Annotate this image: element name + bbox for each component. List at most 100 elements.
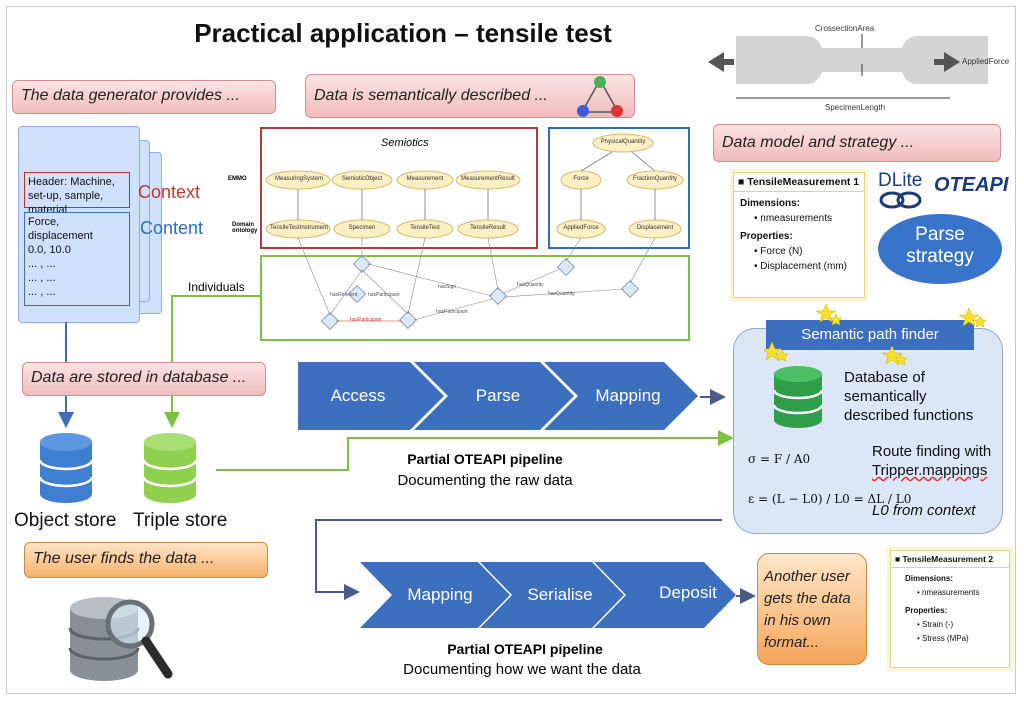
functions-database-icon: [772, 366, 824, 428]
data-document: [18, 126, 140, 323]
semantic-path-header: Semantic path finder: [766, 320, 974, 350]
route-finding-text: Route finding with Tripper.mappings: [872, 443, 992, 479]
document-content-box: Force, displacement 0.0, 10.0 ... , ... …: [24, 212, 130, 306]
pipeline-2-step-deposit: Deposit: [659, 583, 717, 602]
relation-label: hasParticipant: [436, 309, 468, 315]
specimen-length-label: SpecimenLength: [825, 103, 886, 112]
relation-label: hasQuantity: [548, 291, 575, 297]
pipeline-2-step-mapping: Mapping: [407, 585, 473, 604]
semiotics-panel: [260, 127, 538, 249]
pipeline-1-step-parse: Parse: [475, 386, 521, 405]
triple-store-label: Triple store: [133, 510, 228, 531]
tm1-property: • Force (N): [754, 246, 803, 257]
tm1-properties-label: Properties:: [740, 231, 793, 242]
quantity-node-applied-force: AppliedForce: [563, 225, 599, 231]
pipeline-1-title: Partial OTEAPI pipeline: [407, 451, 563, 467]
strain-equation: ε = (L − L0) / L0 = ΔL / L0: [748, 492, 912, 506]
quantity-panel: [548, 127, 690, 249]
pipeline-2-step-serialise: Serialise: [527, 585, 593, 604]
object-store-label: Object store: [14, 510, 117, 531]
tensile-specimen-diagram: [708, 34, 988, 99]
content-label: Content: [140, 218, 204, 238]
emmo-node-measurement-result: MeasurementResult: [461, 176, 515, 182]
content-line: Force, displacement: [28, 216, 93, 242]
sparkle-stars: [764, 303, 987, 366]
stored-in-database-label: Data are stored in database ...: [22, 362, 266, 396]
database-search-icon: [68, 597, 173, 681]
user-finds-label: The user finds the data ...: [24, 542, 268, 578]
pipeline-1-chevrons: [298, 362, 698, 430]
context-label: Context: [138, 182, 201, 202]
relation-label: hasParticipant: [350, 317, 382, 323]
pipeline-2-subtitle: Documenting how we want the data: [403, 661, 641, 678]
domain-node-tensile-test: TensileTest: [410, 225, 440, 231]
data-generator-label: The data generator provides ...: [12, 80, 276, 114]
tm2-properties-label: Properties:: [905, 606, 948, 615]
triple-store-database-icon: [142, 433, 198, 503]
pipeline-1-step-access: Access: [330, 386, 386, 405]
tm1-title: ■ TensileMeasurement 1: [734, 173, 864, 192]
emmo-nodes: [265, 170, 521, 190]
db-functions-text: Database of semantically described funct…: [844, 369, 974, 424]
tensile-measurement-2-card: ■ TensileMeasurement 2 Dimensions: • nme…: [890, 550, 1010, 668]
domain-node-specimen: Specimen: [348, 225, 376, 231]
parse-strategy-line: Parse: [915, 224, 965, 245]
emmo-row-label: EMMO: [228, 176, 247, 182]
tm2-title: ■ TensileMeasurement 2: [891, 551, 1009, 568]
slide-frame: [6, 6, 1016, 694]
dlite-chain-icon: [879, 191, 922, 209]
stress-equation: σ = F / A0: [748, 452, 811, 466]
semiotics-title: Semiotics: [381, 137, 429, 149]
content-line: 0.0, 10.0: [28, 244, 71, 256]
individuals-label: Individuals: [188, 280, 245, 294]
emmo-node-measurement: Measurement: [406, 176, 444, 182]
another-user-box: Another user gets the data in his own fo…: [757, 553, 867, 665]
emmo-node-measuring-system: MeasuringSystem: [274, 176, 324, 182]
domain-node-instrument: TensileTestInstrument: [269, 225, 329, 231]
content-line: ... , ...: [28, 286, 56, 298]
quantity-nodes: [556, 133, 684, 239]
relation-label: hasParticipant: [368, 292, 400, 298]
domain-nodes: [265, 219, 519, 239]
relation-label: hasQuantity: [517, 282, 544, 288]
tm2-property: • Stress (MPa): [917, 634, 969, 643]
pipeline-1-subtitle: Documenting the raw data: [397, 472, 573, 489]
content-line: ... , ...: [28, 272, 56, 284]
pipeline-1-step-mapping: Mapping: [595, 386, 661, 405]
parse-strategy-oval: Parse strategy: [878, 214, 1002, 284]
relation-label: hasSign: [438, 284, 457, 290]
domain-node-tensile-result: TensileResult: [470, 225, 506, 231]
document-header-text: Header: Machine, set-up, sample, materia…: [28, 176, 115, 216]
oteapi-logo: OTEAPI: [934, 174, 1009, 196]
content-line: ... , ...: [28, 258, 56, 270]
l0-context-text: L0 from context: [872, 502, 976, 519]
domain-row-label: Domain ontology: [232, 222, 258, 234]
data-model-strategy-label: Data model and strategy ...: [713, 124, 1001, 162]
ontology-graph: [265, 133, 684, 331]
cross-section-label: CrossectionArea: [815, 24, 875, 33]
pipeline-2-title: Partial OTEAPI pipeline: [447, 641, 603, 657]
relation-label: hasReferent: [330, 292, 358, 298]
parse-strategy-line: strategy: [906, 246, 974, 267]
tensile-measurement-1-card: ■ TensileMeasurement 1 Dimensions: • nme…: [733, 172, 865, 298]
emmo-triangle-icon: [577, 76, 623, 117]
tm1-property: • Displacement (mm): [754, 261, 847, 272]
quantity-node-force: Force: [573, 176, 589, 182]
quantity-node-displacement: Displacement: [636, 225, 674, 231]
quantity-node-fraction: FractionQuantity: [632, 176, 678, 182]
emmo-node-semiotic-object: SemioticObject: [341, 176, 383, 182]
tm2-dimension: • nmeasurements: [917, 588, 980, 597]
pipeline-2-chevrons: [360, 562, 736, 628]
semantic-path-panel: [733, 328, 1003, 534]
tm2-dimensions-label: Dimensions:: [905, 574, 954, 583]
document-header-box: Header: Machine, set-up, sample, materia…: [24, 172, 130, 216]
tm1-dimension: • nmeasurements: [754, 213, 832, 224]
slide-title: Practical application – tensile test: [194, 18, 612, 48]
dlite-logo: DLite: [878, 170, 923, 191]
tm2-property: • Strain (-): [917, 620, 954, 629]
individuals-panel: [260, 255, 690, 341]
tm1-dimensions-label: Dimensions:: [740, 198, 801, 209]
object-store-database-icon: [38, 433, 94, 503]
applied-force-label: AppliedForce: [962, 57, 1010, 66]
